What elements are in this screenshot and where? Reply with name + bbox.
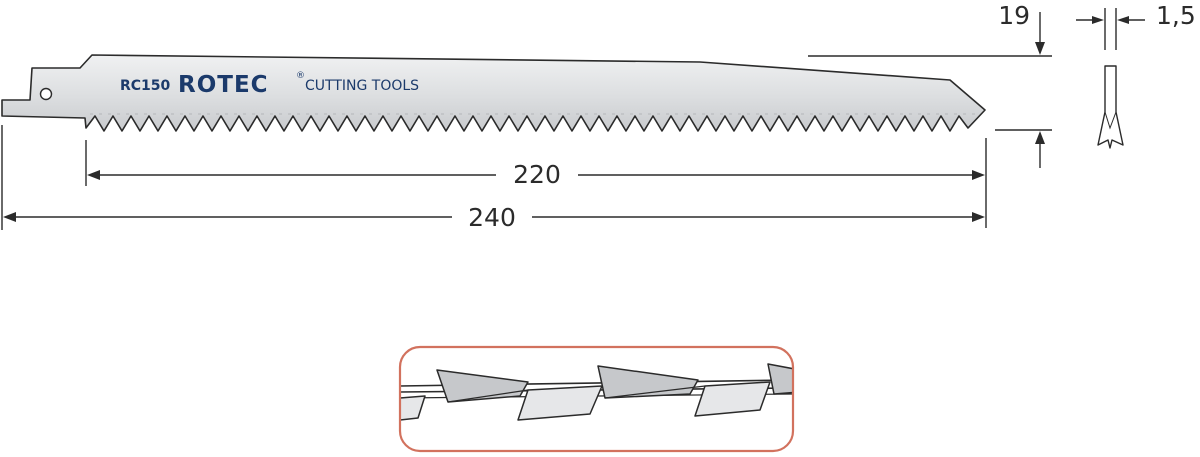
saw-blade: RC150 ROTEC ® CUTTING TOOLS: [1, 54, 986, 132]
arrow-left-icon: [87, 170, 100, 180]
blade-brand-logo: ROTEC: [178, 72, 269, 98]
dimension-total-length: 240: [1, 125, 985, 232]
dimension-working-length: 220: [85, 138, 987, 228]
blade-tagline: CUTTING TOOLS: [305, 78, 419, 94]
registered-mark: ®: [296, 71, 305, 81]
blade-model-label: RC150: [120, 78, 171, 94]
arrow-right-icon: [972, 212, 985, 222]
arrow-right-icon: [1092, 16, 1104, 24]
total-length-value: 240: [468, 203, 516, 232]
arrow-left-icon: [3, 212, 16, 222]
working-length-value: 220: [513, 160, 561, 189]
arrow-down-icon: [1035, 42, 1045, 55]
arrow-left-icon: [1117, 16, 1129, 24]
tooth-set-detail-icon: [398, 345, 795, 453]
cross-section-profile: [1097, 65, 1124, 149]
blade-cross-section: 1,5: [1076, 1, 1196, 149]
thickness-value: 1,5: [1156, 1, 1196, 30]
blade-mount-hole: [39, 87, 53, 101]
arrow-up-icon: [1035, 131, 1045, 144]
detail-frame: [398, 345, 795, 453]
arrow-right-icon: [972, 170, 985, 180]
dimension-blade-height: 19: [808, 1, 1052, 168]
blade-height-value: 19: [998, 1, 1030, 30]
blade-body: [1, 54, 986, 132]
